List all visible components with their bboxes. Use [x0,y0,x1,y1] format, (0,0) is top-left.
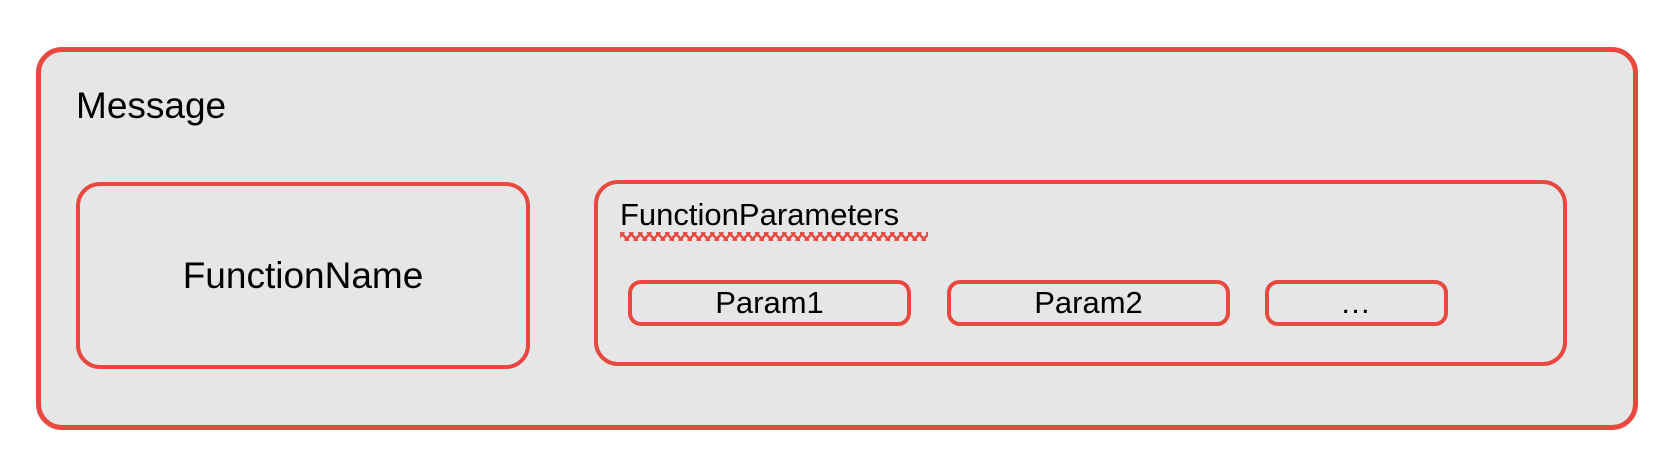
function-parameters-label: FunctionParameters [620,197,900,232]
param-box-ellipsis: … [1265,280,1448,326]
function-name-container [76,182,530,369]
message-label: Message [76,85,227,126]
param-label: Param2 [1034,285,1143,320]
param-label: Param1 [715,285,824,320]
param-box: Param2 [947,280,1230,326]
spellcheck-squiggle-underline [620,232,928,241]
param-label-ellipsis: … [1340,285,1373,320]
param-box: Param1 [628,280,911,326]
function-name-label: FunctionName [182,254,424,296]
function-parameters-container [594,180,1567,366]
